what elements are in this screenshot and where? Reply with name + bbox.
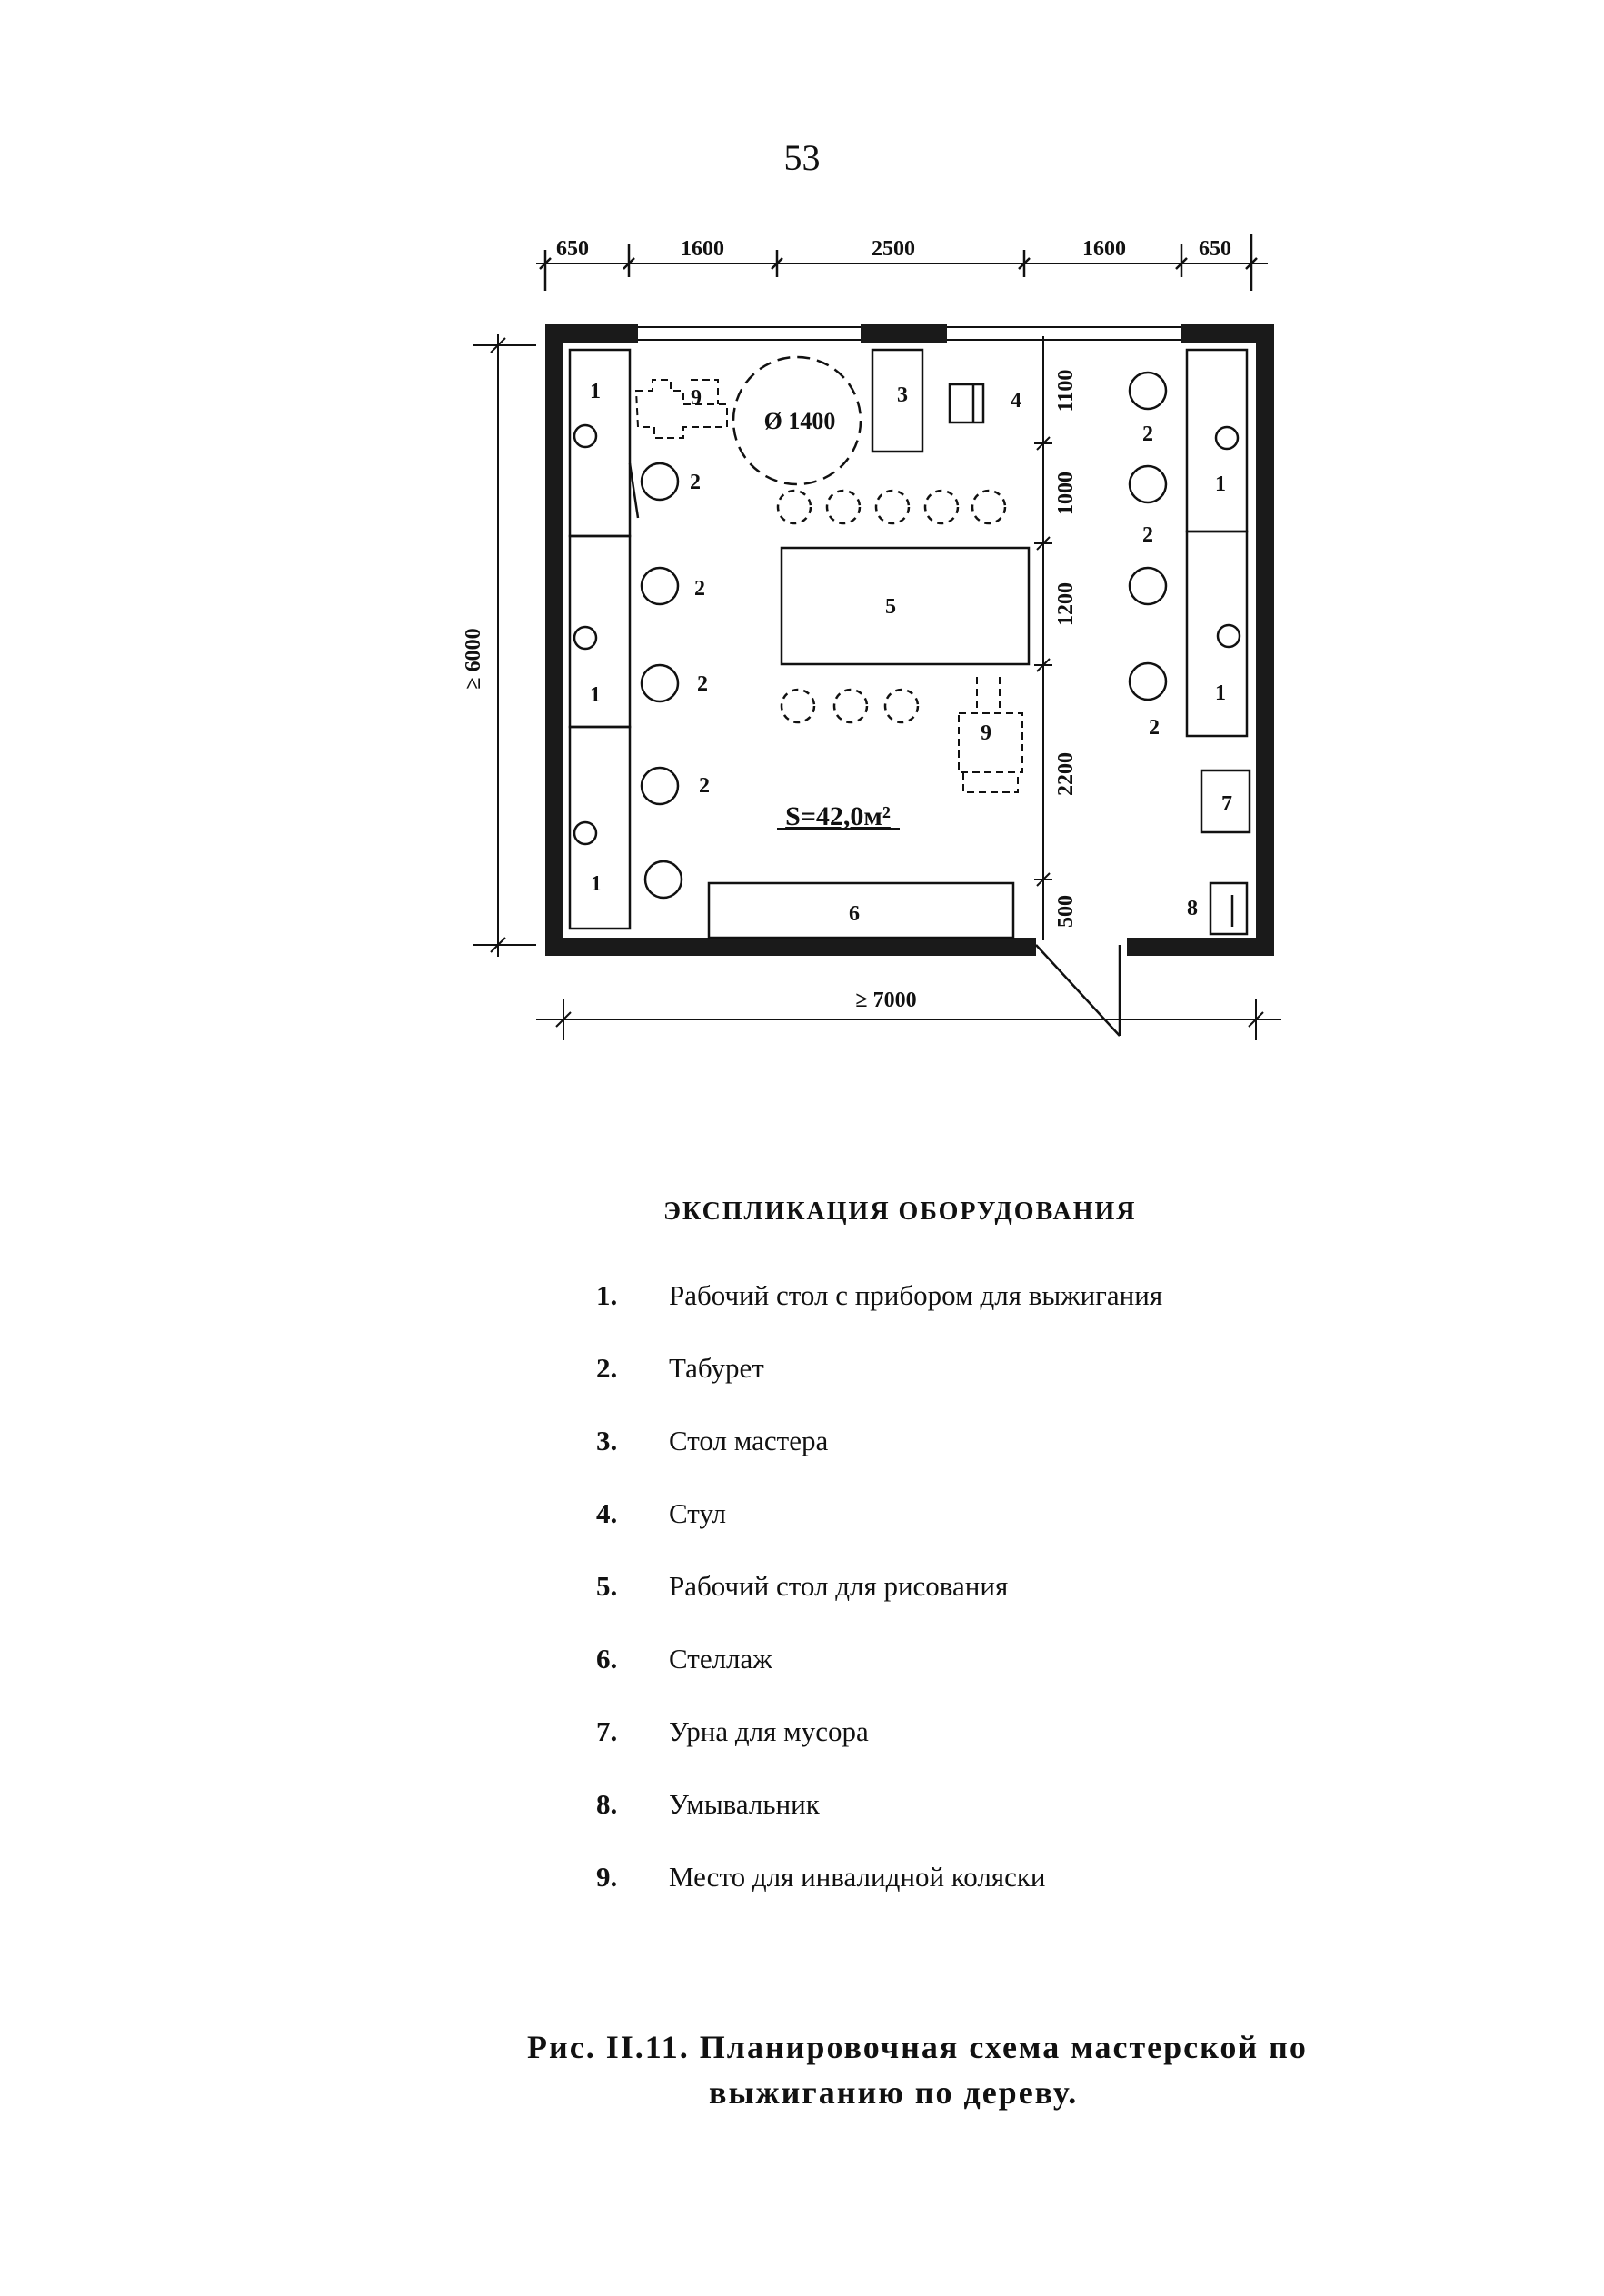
dashed-stools (776, 489, 1007, 724)
dim-top-5: 650 (1199, 237, 1231, 261)
label-stool: 2 (1149, 716, 1160, 740)
dim-top-4: 1600 (1082, 237, 1126, 261)
dim-right-5: 500 (1054, 895, 1078, 928)
legend-item: 9.Место для инвалидной коляски (596, 1861, 1046, 1893)
label-workbench: 1 (590, 683, 601, 707)
label-chair: 4 (1011, 389, 1021, 412)
dim-right-3: 1200 (1054, 582, 1078, 626)
figure-caption: Рис. II.11. Планировочная схема мастерск… (527, 2024, 1400, 2115)
walls (545, 324, 1274, 956)
legend-item: 5.Рабочий стол для рисования (596, 1570, 1009, 1602)
rack (707, 881, 1015, 939)
legend-item: 4.Стул (596, 1497, 727, 1529)
turning-circle (732, 355, 862, 486)
label-stool: 2 (690, 471, 701, 494)
label-wheelchair: 9 (691, 386, 702, 410)
dim-top-3: 2500 (872, 237, 915, 261)
label-bin: 7 (1221, 792, 1232, 816)
dim-top-1: 650 (556, 237, 589, 261)
label-sink: 8 (1187, 897, 1198, 920)
label-workbench: 1 (1215, 681, 1226, 705)
workbenches-left (568, 348, 640, 930)
wheelchair-place-1 (634, 379, 728, 439)
burning-devices (573, 423, 1241, 846)
legend-item: 3.Стол мастера (596, 1425, 829, 1456)
label-stool: 2 (1142, 422, 1153, 446)
caption-line-1: Рис. II.11. Планировочная схема мастерск… (527, 2029, 1308, 2065)
legend-title: ЭКСПЛИКАЦИЯ ОБОРУДОВАНИЯ (663, 1198, 1137, 1226)
area-label: S=42,0м² (785, 801, 891, 831)
label-rack: 6 (849, 902, 860, 926)
label-wheelchair: 9 (981, 721, 991, 745)
windows (638, 326, 1181, 341)
label-stool: 2 (1142, 523, 1153, 547)
master-table (871, 348, 924, 453)
label-workbench: 1 (590, 380, 601, 403)
legend-item: 2.Табурет (596, 1352, 764, 1384)
chair (948, 383, 985, 424)
equipment-labels: 1 1 1 1 1 2 2 2 2 2 2 2 3 4 5 6 7 8 9 9 … (590, 380, 1232, 926)
dim-top-2: 1600 (681, 237, 724, 261)
caption-line-2: выжиганию по дереву. (709, 2074, 1079, 2111)
dim-left: ≥ 6000 (462, 628, 485, 689)
waste-bin (1200, 769, 1251, 834)
equipment-legend: 1.Рабочий стол с прибором для выжигания … (596, 1279, 1162, 1933)
turning-circle-label: Ø 1400 (764, 408, 836, 434)
door (1035, 944, 1121, 1037)
dim-right-4: 2200 (1054, 752, 1078, 796)
stools (640, 371, 1168, 900)
legend-item: 7.Урна для мусора (596, 1715, 869, 1747)
sink (1209, 881, 1249, 936)
top-dimension-ticks (539, 234, 1258, 291)
label-workbench: 1 (1215, 472, 1226, 496)
dim-right-2: 1000 (1054, 472, 1078, 515)
legend-item: 1.Рабочий стол с прибором для выжигания (596, 1279, 1163, 1311)
label-stool: 2 (694, 577, 705, 601)
workbenches-right (1185, 348, 1249, 738)
label-workbench: 1 (591, 872, 602, 896)
label-stool: 2 (699, 774, 710, 798)
floor-plan: 650 1600 2500 1600 650 ≥ 7000 ≥ 6000 110… (462, 234, 1281, 1040)
label-stool: 2 (697, 672, 708, 696)
dimension-labels: 650 1600 2500 1600 650 ≥ 7000 ≥ 6000 110… (462, 237, 1231, 1012)
legend-item: 6.Стеллаж (596, 1643, 772, 1675)
dim-right-1: 1100 (1054, 370, 1078, 412)
drawing-table (780, 546, 1031, 666)
dim-bottom: ≥ 7000 (855, 989, 916, 1012)
label-drawing-table: 5 (885, 595, 896, 619)
wheelchair-place-2 (958, 677, 1023, 793)
label-master-table: 3 (897, 383, 908, 407)
legend-item: 8.Умывальник (596, 1788, 820, 1820)
page-number: 53 (783, 137, 821, 178)
